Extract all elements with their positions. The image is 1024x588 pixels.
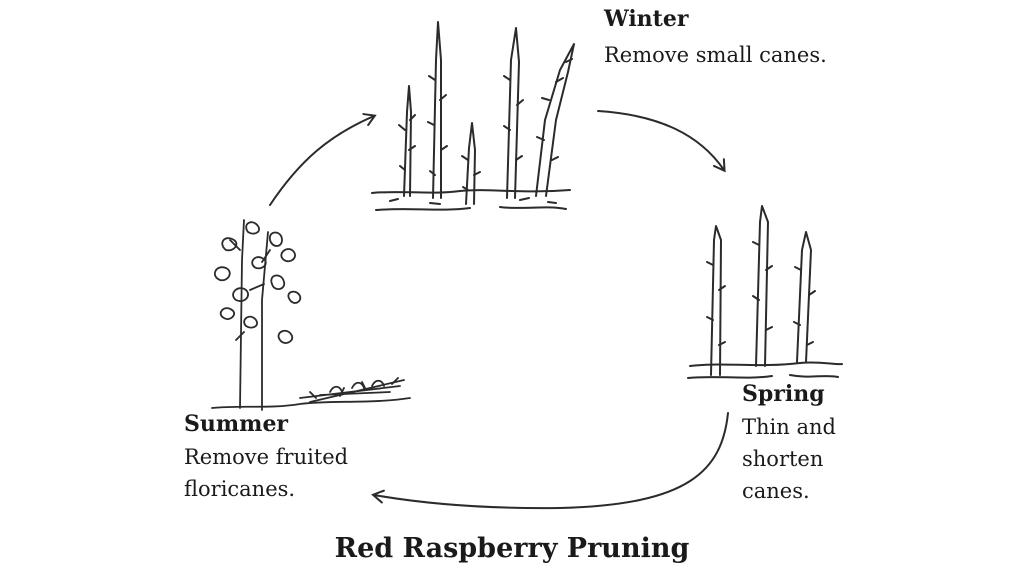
- spring-stage-instruction: Thin and shorten canes.: [742, 415, 836, 503]
- spring-stage-title: Spring: [742, 381, 825, 407]
- summer-stage-title: Summer: [184, 411, 289, 437]
- arrow-spring-to-summer: [371, 412, 729, 510]
- winter-stage-instruction: Remove small canes.: [604, 43, 827, 67]
- summer-bush-illustration: [211, 219, 411, 411]
- winter-canes-illustration: [371, 21, 575, 211]
- diagram-caption: Red Raspberry Pruning: [334, 533, 690, 564]
- summer-stage-instruction: Remove fruited floricanes.: [184, 445, 349, 501]
- spring-canes-illustration: [687, 205, 843, 379]
- winter-stage-title: Winter: [604, 6, 689, 32]
- arrow-winter-to-spring: [597, 110, 726, 173]
- arrow-summer-to-winter: [269, 113, 377, 206]
